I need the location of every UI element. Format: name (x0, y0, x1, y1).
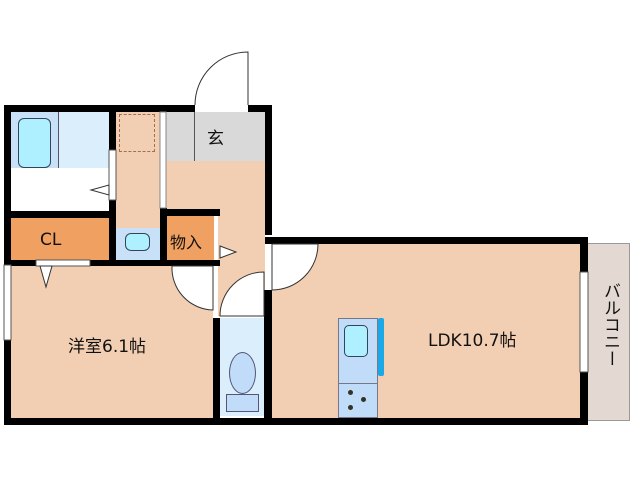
closet-cl (11, 218, 109, 260)
wall-closet-bottom (4, 260, 36, 266)
kitchen-sink-icon (344, 325, 368, 357)
wall-top-left (4, 105, 195, 112)
wall-western-right (213, 318, 220, 425)
bathtub-icon (18, 118, 51, 168)
ldk-label: LDK10.7帖 (428, 331, 517, 351)
wall-storage-top (160, 209, 220, 216)
balcony-label: バルコニー (600, 282, 620, 367)
wall-left-lower (4, 340, 11, 425)
wall-entrance-right (265, 105, 272, 235)
corridor-lower (116, 210, 164, 228)
entrance-step-line (194, 112, 195, 161)
stove-burner-icon (348, 390, 353, 395)
washbasin-icon (125, 233, 150, 251)
wall-bottom (4, 418, 588, 425)
wall-toilet-right (264, 290, 272, 425)
ldk-floor (272, 244, 580, 418)
stove-burner-icon (348, 405, 353, 410)
wall-ldk-right-bottom (580, 372, 588, 425)
wall-corridor-right (160, 208, 167, 265)
wall-ldk-top (265, 237, 588, 244)
entrance-floor (166, 112, 265, 161)
kitchen-divider (338, 383, 378, 384)
wall-bath-corridor (109, 105, 116, 150)
closet-label: CL (40, 230, 62, 250)
wall-ldk-right-top (580, 237, 588, 272)
floor-hatch (119, 114, 155, 152)
entrance-label: 玄 (207, 129, 224, 149)
corridor-floor (116, 112, 166, 210)
wall-bath-bottom (4, 211, 116, 218)
kitchen-backsplash (378, 318, 384, 376)
hallway-floor (166, 161, 265, 216)
wall-left (4, 105, 11, 265)
western-room-label: 洋室6.1帖 (68, 337, 147, 357)
wall-top-right (248, 105, 272, 112)
toilet-tank-icon (226, 394, 259, 412)
stove-burner-icon (361, 397, 366, 402)
wall-bath-corridor-2 (109, 200, 116, 265)
wall-closet-bottom-2 (90, 260, 220, 266)
storage-label: 物入 (170, 233, 203, 252)
storage-closet (167, 216, 214, 260)
toilet-bowl-icon (229, 352, 256, 394)
